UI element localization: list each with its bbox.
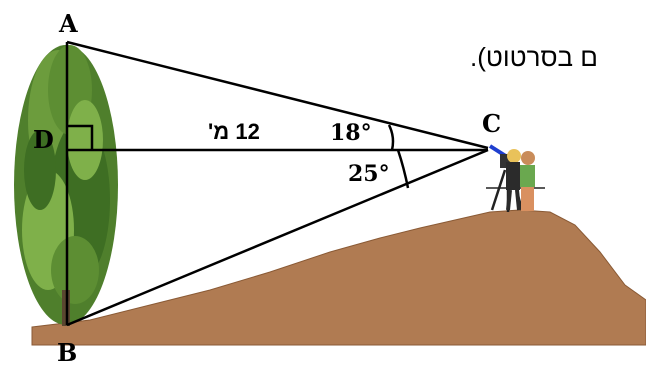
- right-angle-marker: [67, 124, 94, 150]
- triangle-lines: [65, 40, 489, 327]
- hill: [31, 209, 646, 346]
- caption-fragment: ם בסרטוט).: [470, 42, 598, 72]
- angle-label-lower: 25°: [348, 161, 390, 187]
- point-label-C: C: [482, 109, 502, 138]
- point-label-D: D: [33, 125, 54, 154]
- point-label-B: B: [57, 338, 78, 367]
- line-BC: [66, 148, 489, 327]
- angle-arc-upper: [387, 124, 395, 151]
- distance-label-DC: 12 מ': [208, 119, 260, 144]
- angle-label-upper: 18°: [330, 120, 372, 146]
- point-label-A: A: [59, 9, 78, 38]
- angle-arc-lower: [396, 149, 410, 189]
- line-AC: [66, 40, 489, 150]
- observer-figure: [486, 144, 545, 212]
